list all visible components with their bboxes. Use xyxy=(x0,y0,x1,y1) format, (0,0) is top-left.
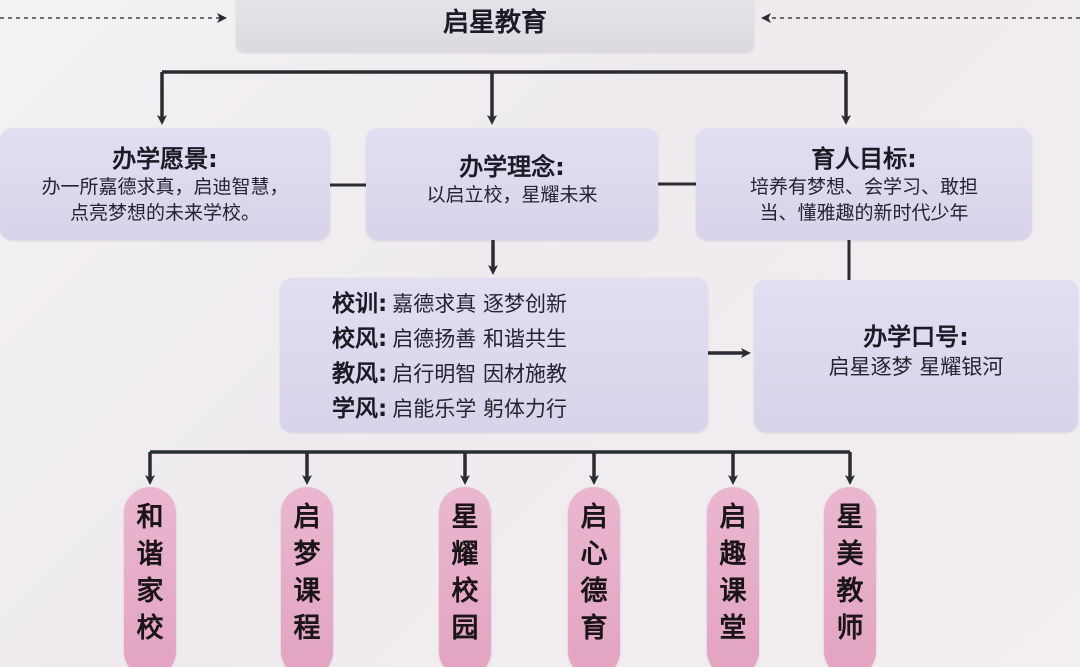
motto-row: 校风: 启德扬善 和谐共生 xyxy=(280,322,708,357)
pillar-dream-curriculum: 启 梦 课 程 xyxy=(281,487,333,667)
pillar-char: 程 xyxy=(293,613,321,644)
pillar-char: 星 xyxy=(451,502,479,533)
philosophy-box: 办学理念: 以启立校，星耀未来 xyxy=(366,128,658,240)
philosophy-line: 以启立校，星耀未来 xyxy=(426,184,598,206)
pillar-harmonious-home-school: 和 谐 家 校 xyxy=(124,487,176,667)
philosophy-title: 办学理念: xyxy=(459,153,565,181)
motto-text: 启能乐学 躬体力行 xyxy=(392,397,567,421)
motto-text: 启德扬善 和谐共生 xyxy=(392,327,567,351)
pillar-char: 育 xyxy=(580,613,608,644)
pillar-char: 师 xyxy=(836,613,864,644)
pillar-char: 校 xyxy=(451,576,479,607)
motto-text: 嘉德求真 逐梦创新 xyxy=(392,292,567,316)
pillar-char: 星 xyxy=(836,502,864,533)
slogan-box: 办学口号: 启星逐梦 星耀银河 xyxy=(754,280,1078,432)
motto-row: 校训: 嘉德求真 逐梦创新 xyxy=(280,287,708,322)
pillar-char: 美 xyxy=(836,539,864,570)
pillar-char: 和 xyxy=(136,502,164,533)
motto-label: 校风: xyxy=(332,326,388,352)
pillar-char: 教 xyxy=(836,576,864,607)
vision-title: 办学愿景: xyxy=(112,145,218,173)
goal-title: 育人目标: xyxy=(811,145,917,173)
pillar-char: 耀 xyxy=(451,539,479,570)
pillar-char: 启 xyxy=(293,502,321,533)
pillar-interest-classroom: 启 趣 课 堂 xyxy=(707,487,759,667)
pillar-char: 谐 xyxy=(136,539,164,570)
pillar-star-campus: 星 耀 校 园 xyxy=(439,487,491,667)
pillar-char: 心 xyxy=(580,539,608,570)
pillar-char: 德 xyxy=(580,576,608,607)
pillar-char: 课 xyxy=(719,576,747,607)
motto-row: 学风: 启能乐学 躬体力行 xyxy=(280,392,708,427)
motto-row: 教风: 启行明智 因材施教 xyxy=(280,357,708,392)
vision-line: 办一所嘉德求真，启迪智慧， xyxy=(41,176,289,198)
pillar-char: 趣 xyxy=(719,539,747,570)
slogan-line: 启星逐梦 星耀银河 xyxy=(828,355,1004,379)
vision-box: 办学愿景: 办一所嘉德求真，启迪智慧， 点亮梦想的未来学校。 xyxy=(0,128,330,240)
pillar-char: 启 xyxy=(719,502,747,533)
pillar-char: 园 xyxy=(451,613,479,644)
pillar-char: 梦 xyxy=(293,539,321,570)
root-node-title: 启星教育 xyxy=(442,8,547,38)
goal-box: 育人目标: 培养有梦想、会学习、敢担 当、懂雅趣的新时代少年 xyxy=(696,128,1032,240)
pillar-heart-moral-education: 启 心 德 育 xyxy=(568,487,620,667)
pillar-char: 校 xyxy=(136,613,164,644)
motto-label: 教风: xyxy=(332,361,388,387)
root-node-box: 启星教育 xyxy=(236,0,754,52)
motto-label: 学风: xyxy=(332,396,388,422)
motto-label: 校训: xyxy=(332,291,388,317)
pillar-char: 堂 xyxy=(719,613,747,644)
vision-line: 点亮梦想的未来学校。 xyxy=(69,202,260,224)
pillar-char: 课 xyxy=(293,576,321,607)
pillar-char: 启 xyxy=(580,502,608,533)
goal-line: 培养有梦想、会学习、敢担 xyxy=(749,176,978,198)
slogan-title: 办学口号: xyxy=(863,323,969,351)
motto-text: 启行明智 因材施教 xyxy=(392,362,567,386)
goal-line: 当、懂雅趣的新时代少年 xyxy=(759,202,969,224)
motto-box: 校训: 嘉德求真 逐梦创新 校风: 启德扬善 和谐共生 教风: 启行明智 因材施… xyxy=(280,278,708,432)
pillar-star-teachers: 星 美 教 师 xyxy=(824,487,876,667)
pillar-char: 家 xyxy=(136,576,164,607)
